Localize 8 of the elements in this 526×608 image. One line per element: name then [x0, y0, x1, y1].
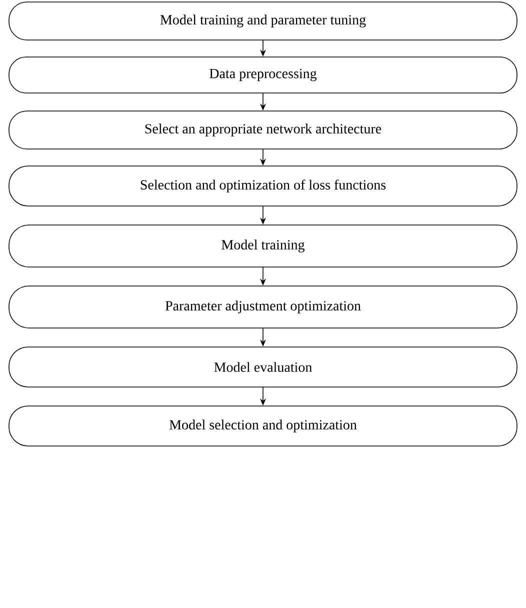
process-box: Model evaluation [8, 346, 518, 388]
process-box: Select an appropriate network architecture [8, 110, 518, 150]
process-box: Selection and optimization of loss functions [8, 166, 518, 206]
process-box: Model selection and optimization [8, 406, 518, 446]
process-box: Data preprocessing [8, 56, 518, 94]
process-box: Model training [8, 224, 518, 268]
process-box: Model training and parameter tuning [8, 2, 518, 40]
process-box: Parameter adjustment optimization [8, 286, 518, 328]
